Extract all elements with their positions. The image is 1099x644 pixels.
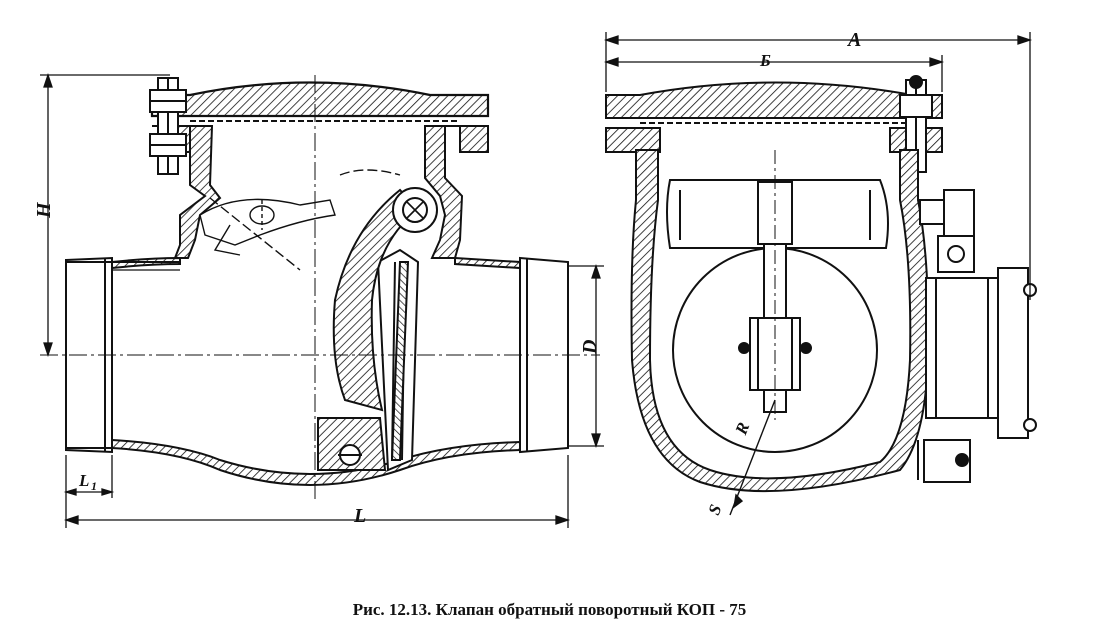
side-seat (376, 248, 420, 472)
front-radius-leader (729, 399, 776, 516)
side-view (40, 72, 604, 528)
front-view (603, 32, 1037, 516)
side-bolt-left (149, 77, 187, 175)
side-pipe-left (65, 256, 180, 454)
figure-caption: Рис. 12.13. Клапан обратный поворотный К… (352, 600, 747, 619)
front-disc-arm (666, 150, 889, 420)
side-lower-boss (317, 417, 387, 471)
dim-label-l1-subscript: 1 (91, 479, 97, 493)
side-dimension-lines (40, 72, 604, 528)
side-body-wall (111, 125, 521, 486)
side-cover (150, 81, 490, 118)
dim-label-h: H (33, 201, 55, 219)
dim-label-r: R (731, 420, 753, 439)
dim-label-s: S (704, 502, 725, 518)
side-centerlines (40, 75, 600, 500)
front-dimension-lines (603, 32, 1033, 300)
dim-label-l1: L (78, 471, 89, 490)
dim-label-a: А (846, 29, 861, 51)
front-side-mechanism (917, 189, 1037, 483)
dim-label-l: L (353, 505, 366, 527)
dim-label-b: Б (759, 51, 771, 70)
front-cover (605, 81, 943, 153)
side-disc-open-position (199, 169, 401, 271)
dim-label-d: D (579, 340, 601, 355)
